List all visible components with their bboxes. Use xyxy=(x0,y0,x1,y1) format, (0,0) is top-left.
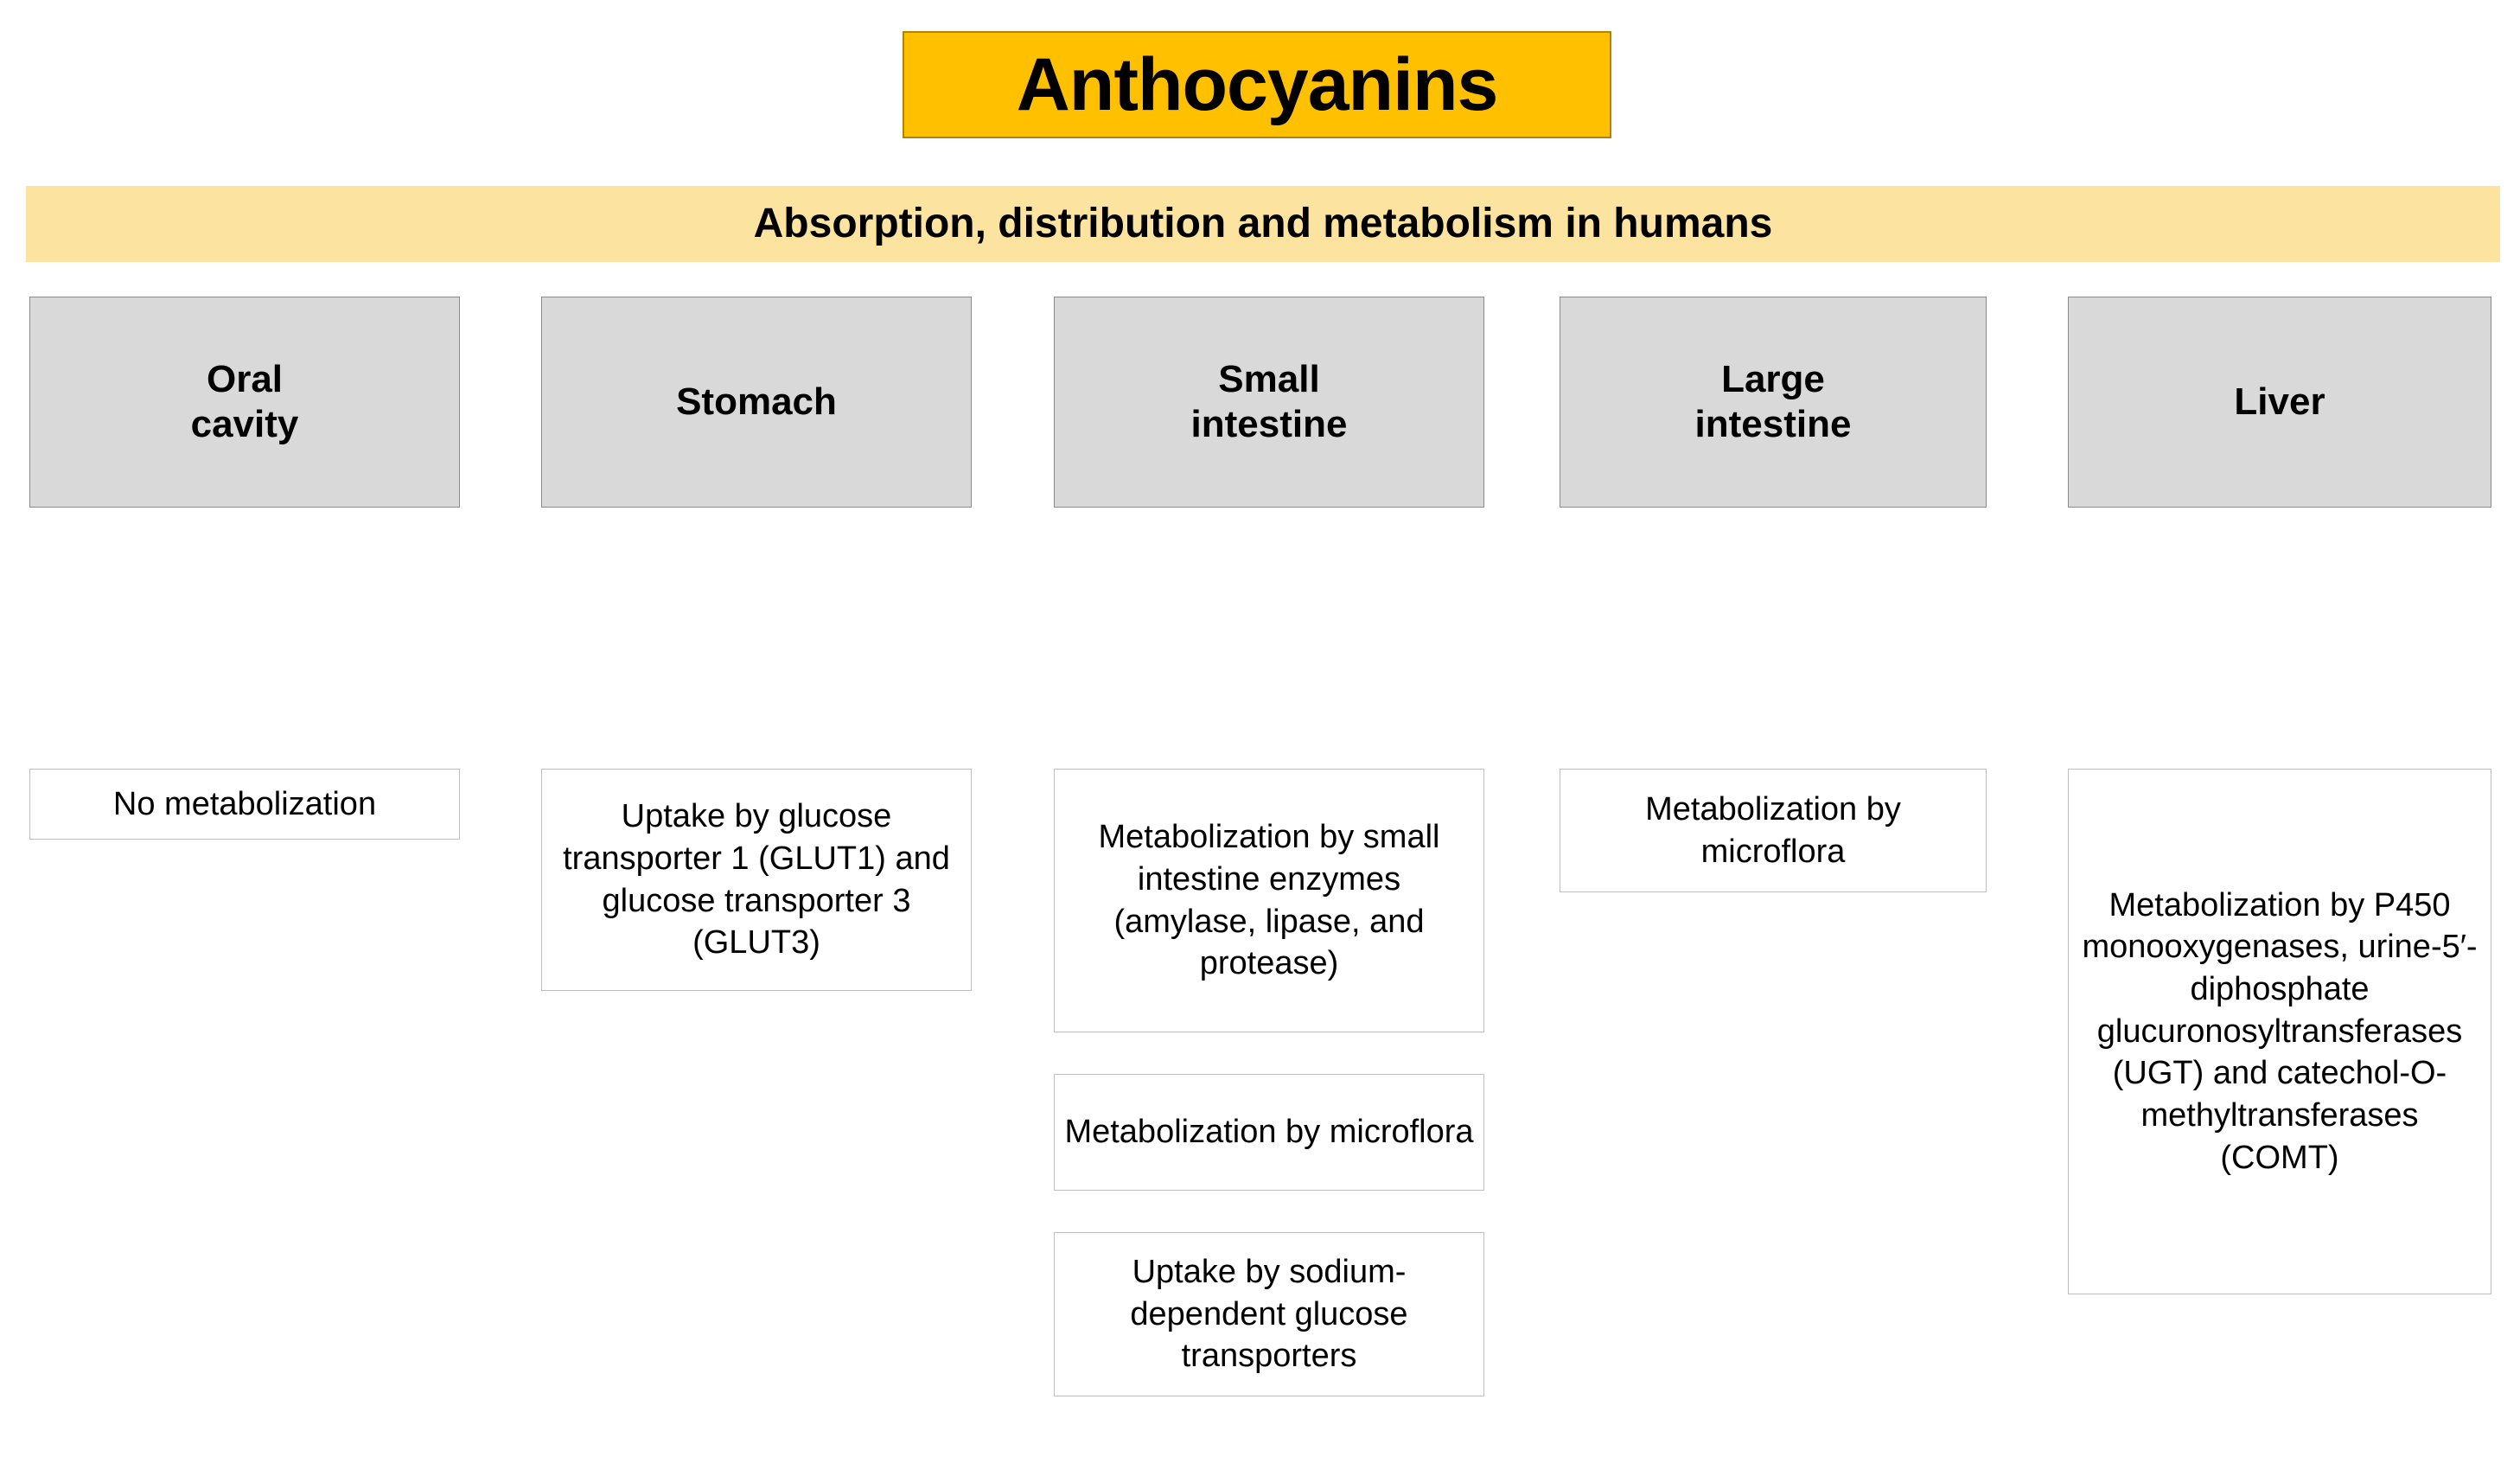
info-box-small-intestine-microflora: Metabolization by microflora xyxy=(1054,1074,1484,1191)
column-header-label: Small intestine xyxy=(1190,358,1348,445)
body-stack-large-intestine: Metabolization by microflora xyxy=(1560,508,1987,1251)
figure-subtitle: Absorption, distribution and metabolism … xyxy=(753,201,1773,246)
body-stack-liver: Metabolization by P450 monooxygenases, u… xyxy=(2068,508,2491,1372)
info-box-text: Uptake by sodium-dependent glucose trans… xyxy=(1130,1254,1408,1375)
column-large-intestine: Large intestine Metabolization by microf… xyxy=(1560,297,1987,1251)
info-box-text: Metabolization by microflora xyxy=(1645,790,1901,870)
body-stack-small-intestine: Metabolization by small intestine enzyme… xyxy=(1054,508,1484,1476)
column-header-liver: Liver xyxy=(2068,297,2491,508)
info-box-text: Uptake by glucose transporter 1 (GLUT1) … xyxy=(563,798,950,962)
column-header-label: Oral cavity xyxy=(190,358,299,445)
info-box-text: No metabolization xyxy=(112,785,377,822)
info-box-small-intestine-enzymes: Metabolization by small intestine enzyme… xyxy=(1054,769,1484,1032)
column-header-label: Stomach xyxy=(676,380,837,424)
info-box-text: Metabolization by P450 monooxygenases, u… xyxy=(2082,886,2478,1176)
column-header-oral-cavity: Oral cavity xyxy=(29,297,460,508)
column-liver: Liver Metabolization by P450 monooxygena… xyxy=(2068,297,2491,1372)
info-box-text: Metabolization by microflora xyxy=(1064,1114,1474,1151)
info-box-small-intestine-sodium-transporters: Uptake by sodium-dependent glucose trans… xyxy=(1054,1232,1484,1396)
column-header-label: Liver xyxy=(2234,380,2325,424)
column-header-stomach: Stomach xyxy=(541,297,972,508)
page-title: Anthocyanins xyxy=(1016,43,1499,126)
info-box-oral-no-metabolization: No metabolization xyxy=(29,769,460,840)
info-box-liver-enzymes: Metabolization by P450 monooxygenases, u… xyxy=(2068,769,2491,1294)
column-stomach: Stomach Uptake by glucose transporter 1 … xyxy=(541,297,972,1251)
figure-subtitle-band: Absorption, distribution and metabolism … xyxy=(26,186,2500,262)
column-small-intestine: Small intestine Metabolization by small … xyxy=(1054,297,1484,1476)
info-box-stomach-glucose-transporters: Uptake by glucose transporter 1 (GLUT1) … xyxy=(541,769,972,991)
figure-title-box: Anthocyanins xyxy=(903,31,1611,138)
info-box-large-intestine-microflora: Metabolization by microflora xyxy=(1560,769,1987,892)
body-stack-stomach: Uptake by glucose transporter 1 (GLUT1) … xyxy=(541,508,972,1251)
column-oral-cavity: Oral cavity No metabolization xyxy=(29,297,460,1251)
body-stack-oral-cavity: No metabolization xyxy=(29,508,460,1251)
column-header-label: Large intestine xyxy=(1694,358,1852,445)
column-header-small-intestine: Small intestine xyxy=(1054,297,1484,508)
info-box-text: Metabolization by small intestine enzyme… xyxy=(1098,819,1440,982)
column-header-large-intestine: Large intestine xyxy=(1560,297,1987,508)
